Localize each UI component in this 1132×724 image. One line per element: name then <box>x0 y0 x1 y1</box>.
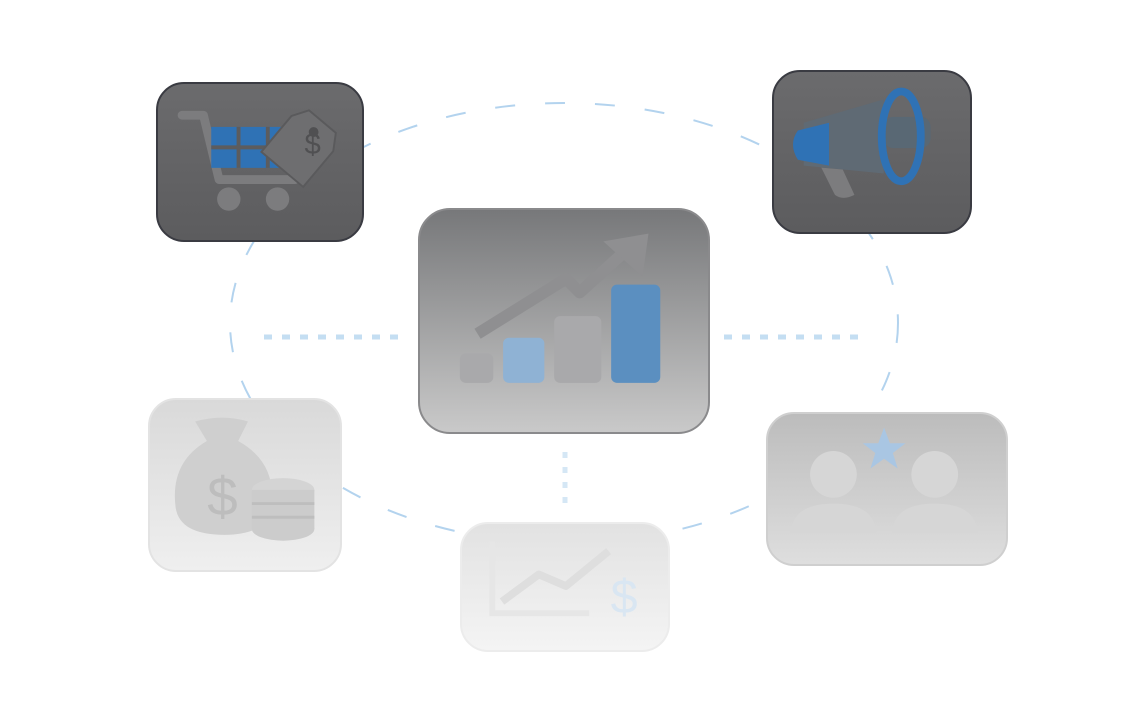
money-bag-dollar-symbol: $ <box>207 465 237 527</box>
growth-chart-icon <box>459 233 661 383</box>
revenue-trend-dollar-icon: $ <box>489 541 638 624</box>
hub-growth-tile[interactable] <box>418 208 710 434</box>
price-tag-dollar-symbol: $ <box>305 129 321 161</box>
node-cart-tile[interactable]: $ <box>156 82 364 242</box>
node-megaphone-tile[interactable] <box>772 70 972 234</box>
users-star-icon <box>790 427 978 533</box>
orbit-ring <box>229 102 899 544</box>
money-bag-coins-icon: $ <box>174 417 315 541</box>
node-revenue-tile[interactable]: $ <box>460 522 670 652</box>
revenue-dollar-symbol: $ <box>611 570 638 624</box>
megaphone-icon <box>792 87 931 198</box>
node-money-tile[interactable]: $ <box>148 398 342 572</box>
shopping-cart-price-tag-icon: $ <box>177 109 337 211</box>
node-people-tile[interactable] <box>766 412 1008 566</box>
